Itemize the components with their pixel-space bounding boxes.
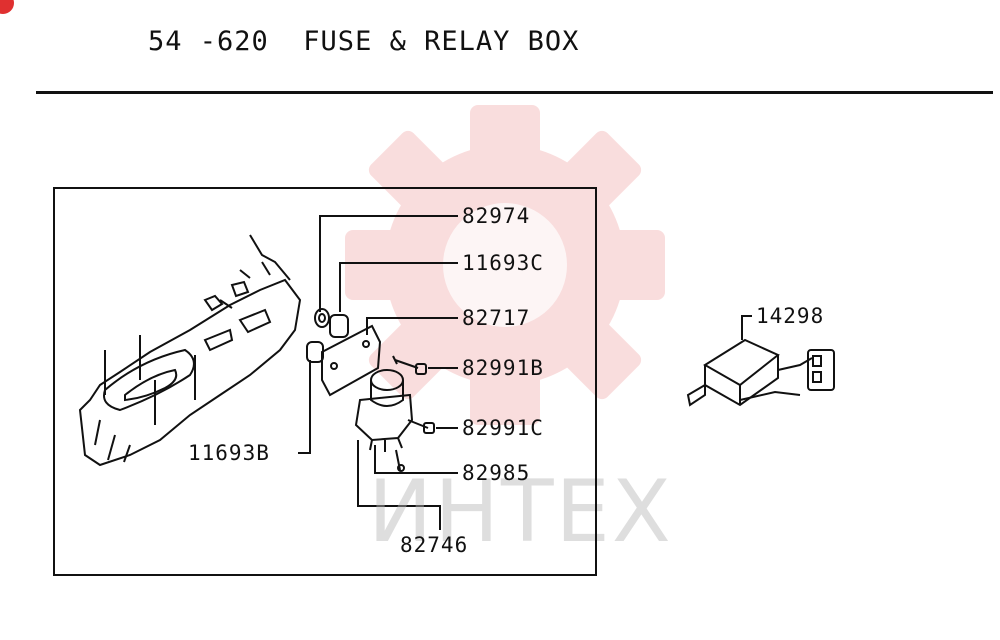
assembly-frame	[53, 187, 597, 576]
part-label-82985[interactable]: 82985	[462, 461, 531, 485]
part-label-82991c[interactable]: 82991C	[462, 416, 544, 440]
relay-unit-drawing	[354, 369, 414, 472]
leader-lines	[298, 215, 752, 530]
title-divider	[36, 91, 993, 94]
part-label-82974[interactable]: 82974	[462, 204, 531, 228]
engine-block-drawing	[78, 234, 302, 467]
part-label-11693b[interactable]: 11693B	[188, 441, 270, 465]
watermark-text: ИНТЕХ	[368, 462, 673, 562]
bracket-plate-drawing	[321, 324, 382, 397]
part-label-82717[interactable]: 82717	[462, 306, 531, 330]
part-label-82746[interactable]: 82746	[400, 533, 469, 557]
bolt-drawing	[392, 355, 435, 434]
part-label-14298[interactable]: 14298	[756, 304, 825, 328]
relay-box-14298-drawing	[686, 338, 835, 407]
page-title: 54 -620 FUSE & RELAY BOX	[148, 26, 580, 57]
part-label-82991b[interactable]: 82991B	[462, 356, 544, 380]
watermark-gear-icon	[345, 105, 665, 425]
corner-logo-icon	[0, 0, 14, 14]
part-label-11693c[interactable]: 11693C	[462, 251, 544, 275]
